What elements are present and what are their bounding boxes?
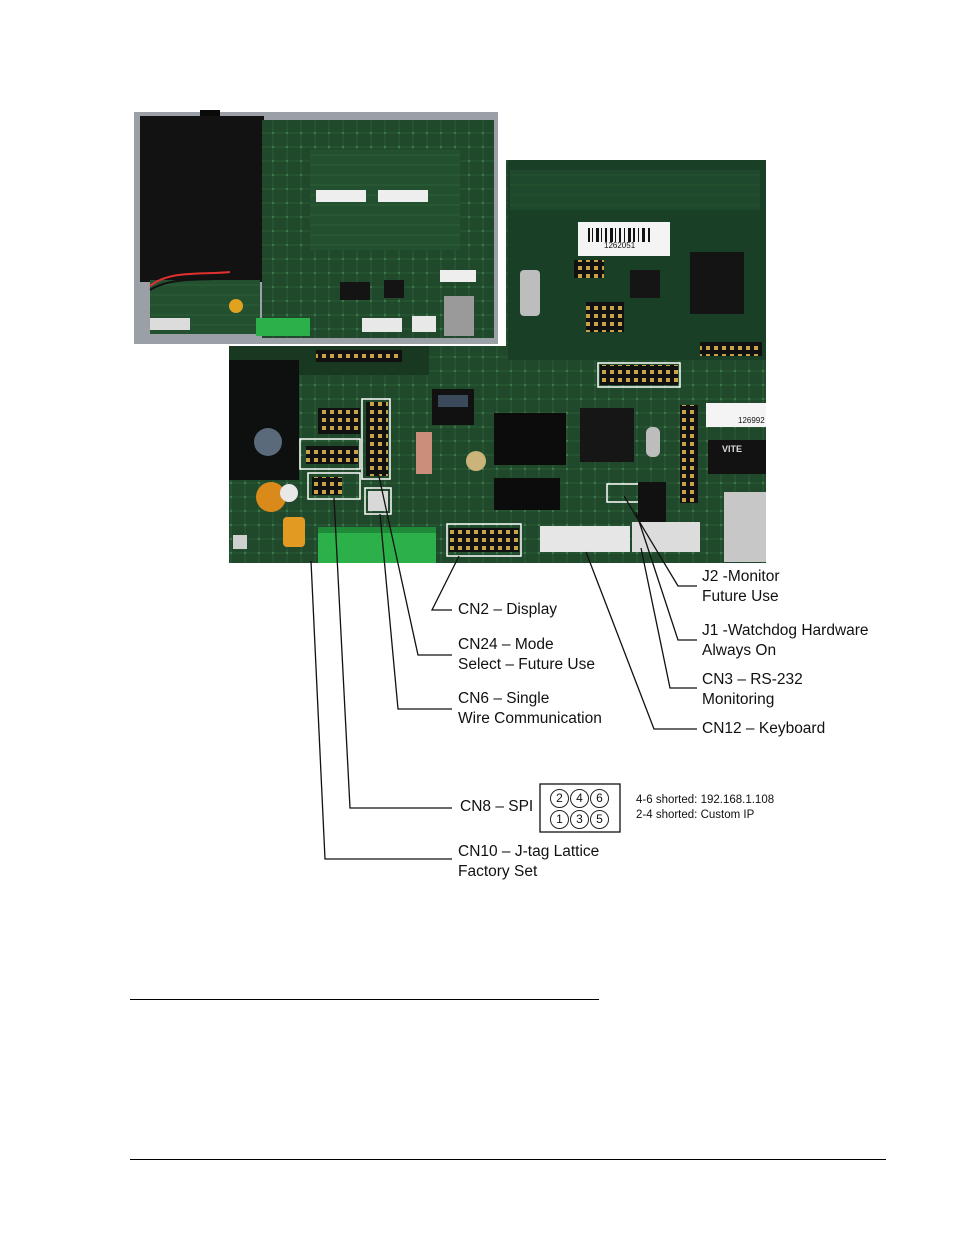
leader-cn6: [379, 513, 452, 710]
label-cn6-line2: Wire Communication: [458, 710, 602, 727]
leader-lines: [310, 471, 697, 860]
pin-6: 6: [590, 789, 609, 808]
leader-cn2: [430, 555, 460, 611]
label-j1-line2: Always On: [702, 642, 777, 659]
jumper-note-1: 4-6 shorted: 192.168.1.108: [636, 794, 775, 806]
pin-5: 5: [590, 810, 609, 829]
label-j2-line1: J2 -Monitor: [702, 568, 780, 585]
leader-cn10: [310, 560, 452, 860]
pin-4: 4: [570, 789, 589, 808]
label-cn24-line1: CN24 – Mode: [458, 636, 554, 653]
label-cn6-line1: CN6 – Single: [458, 690, 550, 707]
label-cn6: CN6 – Single Wire Communication: [458, 689, 602, 729]
label-j2: J2 -Monitor Future Use: [702, 567, 780, 607]
jumper-note-2: 2-4 shorted: Custom IP: [636, 809, 755, 821]
pin-2: 2: [550, 789, 569, 808]
sticker-right: 126992: [738, 416, 765, 425]
sticker-main: 1262051: [604, 241, 636, 250]
label-cn3: CN3 – RS-232 Monitoring: [702, 670, 803, 710]
label-cn24: CN24 – Mode Select – Future Use: [458, 635, 595, 675]
enclosure-photo: [133, 110, 506, 346]
leader-j2: [623, 495, 697, 587]
label-cn10-line1: CN10 – J-tag Lattice: [458, 843, 600, 860]
label-cn10: CN10 – J-tag Lattice Factory Set: [458, 842, 599, 882]
label-cn3-line1: CN3 – RS-232: [702, 671, 803, 688]
label-j2-line2: Future Use: [702, 588, 779, 605]
footnote-rule: [130, 999, 599, 1000]
leader-cn24: [377, 471, 452, 656]
label-cn24-line2: Select – Future Use: [458, 656, 595, 673]
label-cn2: CN2 – Display: [458, 600, 557, 620]
label-cn8-line1: CN8 – SPI: [460, 798, 534, 815]
pin-3: 3: [570, 810, 589, 829]
label-cn12-line1: CN12 – Keyboard: [702, 720, 826, 737]
leader-cn12: [585, 551, 697, 730]
label-j1: J1 -Watchdog Hardware Always On: [702, 621, 869, 661]
label-cn8: CN8 – SPI: [460, 797, 533, 817]
label-cn2-line1: CN2 – Display: [458, 601, 558, 618]
leader-j1: [635, 511, 697, 641]
label-cn3-line2: Monitoring: [702, 691, 775, 708]
pin-1: 1: [550, 810, 569, 829]
leader-cn3: [640, 547, 697, 689]
footer-rule: [130, 1159, 886, 1160]
label-cn12: CN12 – Keyboard: [702, 719, 825, 739]
leader-cn8: [333, 497, 452, 809]
label-j1-line1: J1 -Watchdog Hardware: [702, 622, 869, 639]
chip-label: VITE: [722, 444, 743, 454]
label-cn10-line2: Factory Set: [458, 863, 538, 880]
